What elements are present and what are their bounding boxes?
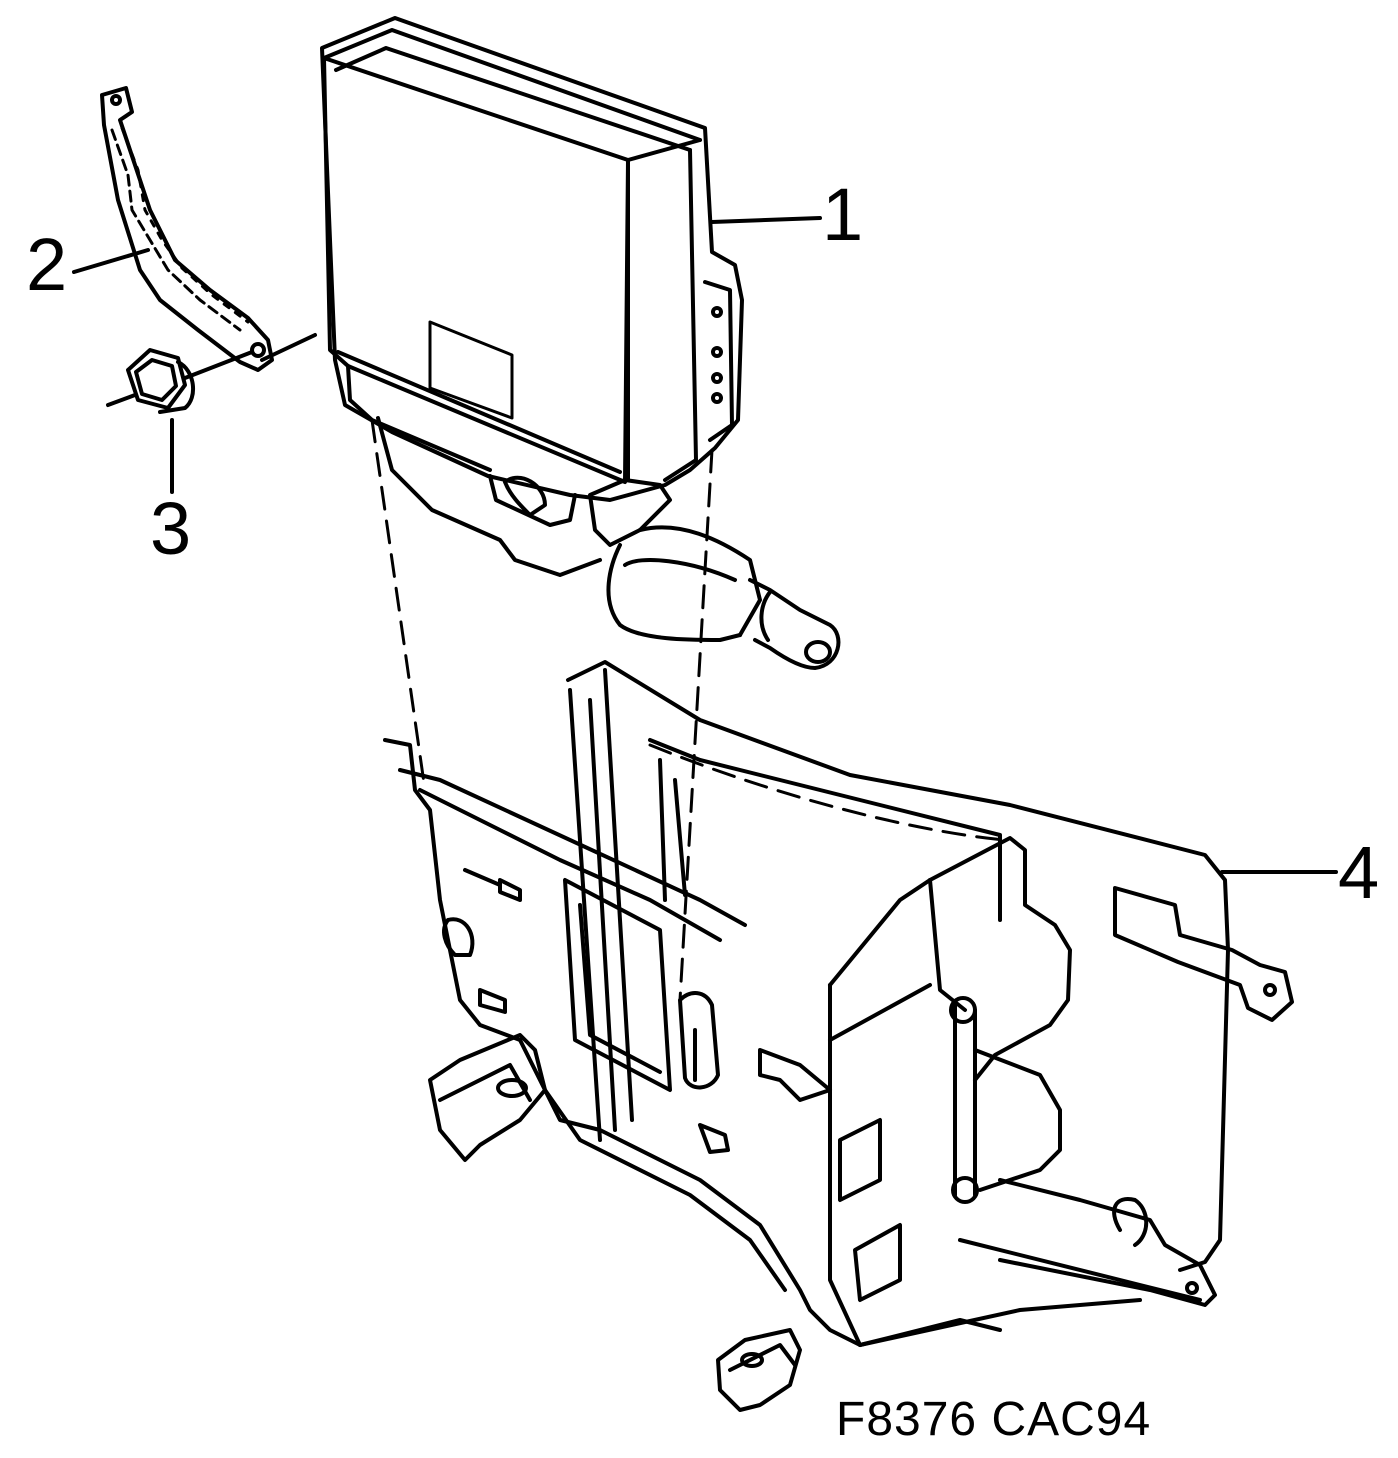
callout-3: 3: [150, 487, 192, 570]
ground-strap: [100, 86, 274, 372]
callout-2: 2: [26, 223, 68, 306]
mounting-bracket: [383, 660, 1294, 1412]
callout-1: 1: [822, 173, 864, 256]
assembly-alignment-lines: [370, 418, 1007, 1002]
fastener-axis-strap: [260, 333, 317, 362]
callout-4: 4: [1338, 831, 1380, 914]
leader-line-2: [72, 248, 150, 274]
leader-lines: [72, 216, 1338, 874]
fastener-axis-nut-strap: [183, 350, 254, 380]
control-module: [320, 16, 841, 670]
leader-line-1: [710, 216, 822, 224]
figure-code: F8376 CAC94: [836, 1393, 1152, 1446]
flange-nut: [126, 348, 195, 414]
fastener-axis-nut: [106, 393, 137, 407]
